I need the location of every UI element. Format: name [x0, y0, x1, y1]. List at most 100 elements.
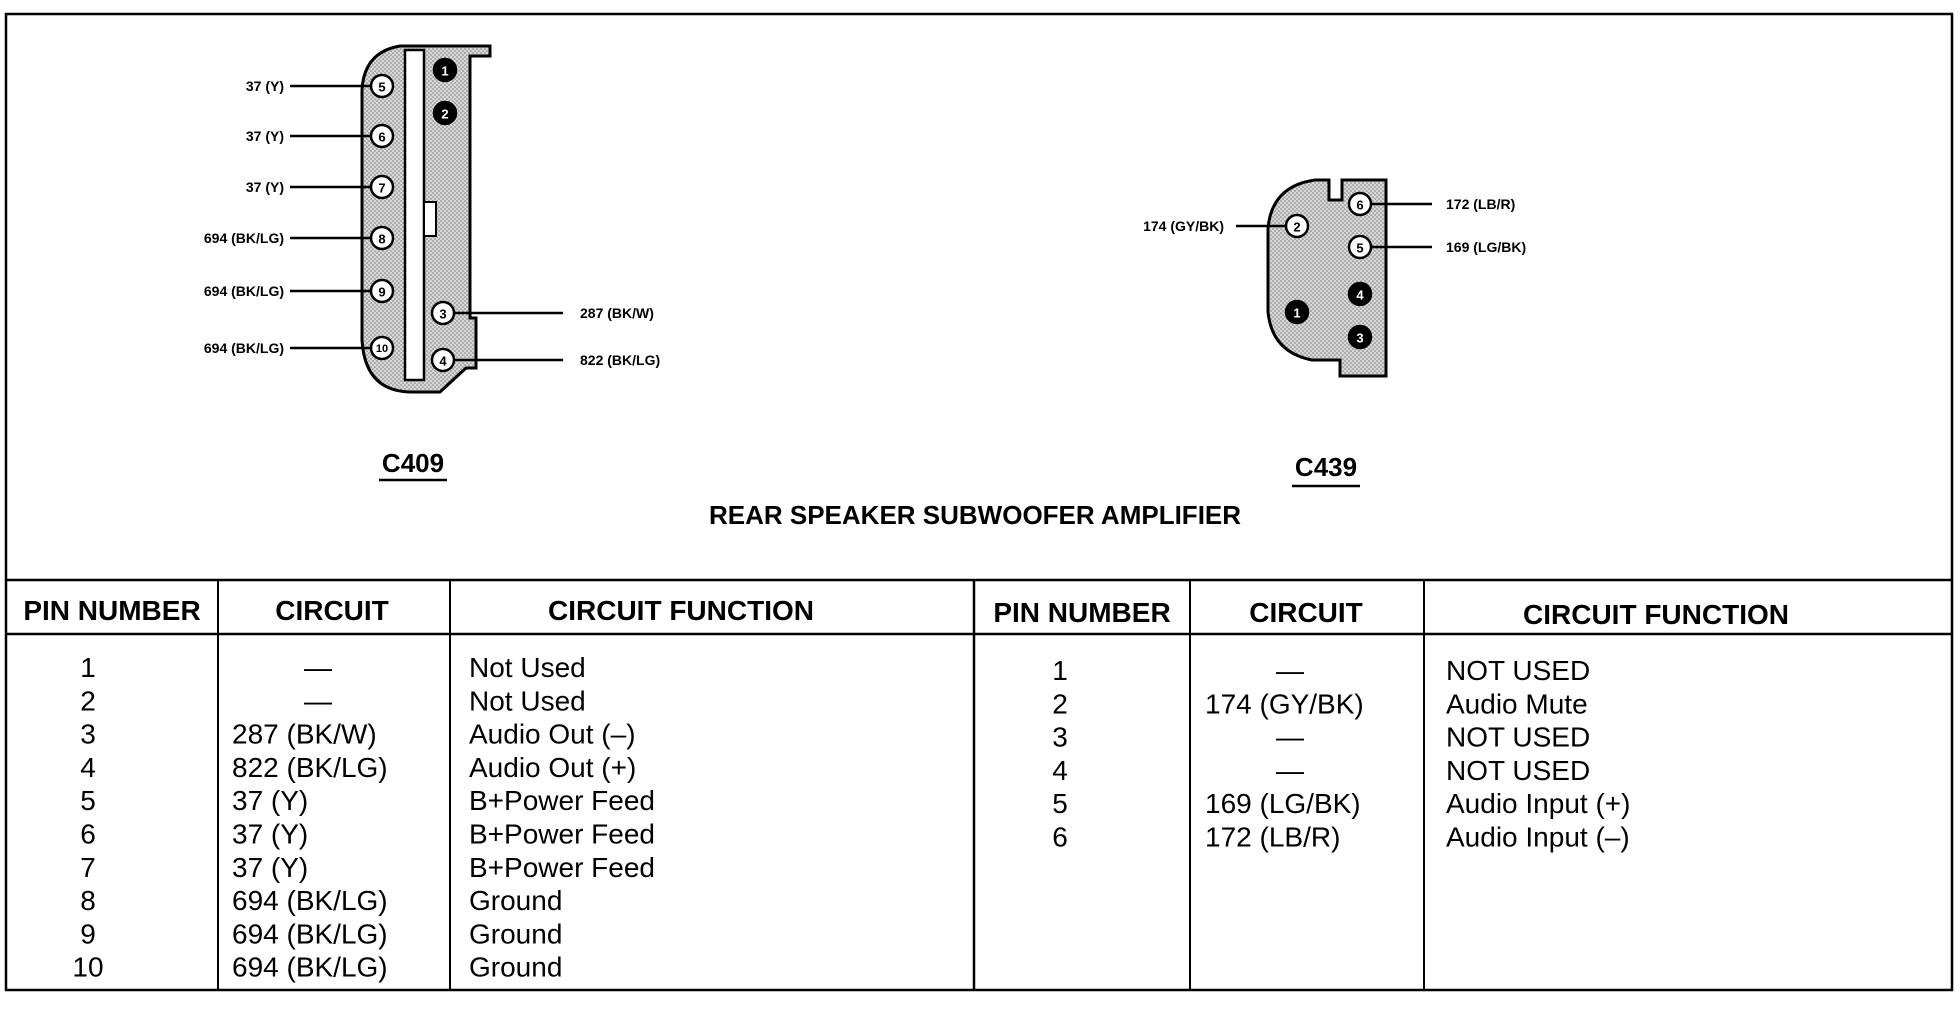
cell-circuit-function: B+Power Feed: [469, 819, 655, 850]
pin-open: [430, 300, 456, 326]
cell-pin-number: 8: [80, 885, 96, 916]
header-circuit-left: CIRCUIT: [275, 595, 389, 626]
cell-circuit: —: [1276, 755, 1304, 786]
pin-open: [369, 174, 395, 200]
pin-open: [430, 347, 456, 373]
pin-number: 5: [378, 80, 385, 95]
pin-open: [369, 335, 395, 361]
pin-number: 10: [376, 343, 388, 355]
pin-number: 6: [1356, 198, 1363, 213]
pin-filled: [432, 100, 458, 126]
cell-pin-number: 2: [1052, 688, 1068, 719]
cell-pin-number: 1: [1052, 655, 1068, 686]
header-pin-number-right: PIN NUMBER: [993, 597, 1170, 628]
cell-pin-number: 4: [1052, 755, 1068, 786]
pin-filled: [432, 57, 458, 83]
pins-layer: 1 2 287 (BK/W) 3 822 (BK/LG) 4 37 (Y) 5 37 (Y) 6 3…: [204, 57, 1526, 373]
cell-pin-number: 2: [80, 685, 96, 716]
pin-number: 6: [378, 130, 385, 145]
pin-open: [1284, 213, 1310, 239]
cell-circuit-function: Not Used: [469, 685, 586, 716]
wire-label: 287 (BK/W): [580, 305, 654, 321]
pin-number: 1: [441, 64, 448, 79]
pin-number: 3: [439, 307, 446, 322]
pin-number: 5: [1356, 241, 1363, 256]
cell-pin-number: 6: [1052, 822, 1068, 853]
cell-circuit-function: NOT USED: [1446, 755, 1590, 786]
cell-pin-number: 5: [80, 785, 96, 816]
pin-open: [369, 73, 395, 99]
cell-circuit: 694 (BK/LG): [232, 885, 388, 916]
pin-open: [369, 225, 395, 251]
cell-circuit: 174 (GY/BK): [1205, 688, 1364, 719]
c409-lock-tab: [423, 201, 437, 237]
pin-open: [1347, 234, 1373, 260]
pin-number: 2: [1293, 220, 1300, 235]
cell-circuit: —: [304, 652, 332, 683]
cell-pin-number: 7: [80, 852, 96, 883]
cell-pin-number: 5: [1052, 788, 1068, 819]
cell-circuit-function: NOT USED: [1446, 722, 1590, 753]
pin-number: 4: [1356, 288, 1364, 303]
header-circuit-function-right: CIRCUIT FUNCTION: [1523, 599, 1789, 630]
cell-circuit-function: Ground: [469, 885, 562, 916]
cell-pin-number: 6: [80, 819, 96, 850]
cell-circuit-function: Audio Out (+): [469, 752, 636, 783]
cell-pin-number: 3: [1052, 722, 1068, 753]
pin-number: 8: [378, 232, 385, 247]
pin-number: 9: [378, 285, 385, 300]
cell-circuit: 37 (Y): [232, 819, 308, 850]
wire-label: 694 (BK/LG): [204, 340, 284, 356]
wire-label: 37 (Y): [246, 78, 284, 94]
cell-circuit-function: Not Used: [469, 652, 586, 683]
wire-label: 694 (BK/LG): [204, 283, 284, 299]
pin-number: 7: [378, 181, 385, 196]
pinout-table: PIN NUMBER CIRCUIT CIRCUIT FUNCTION PIN …: [6, 578, 1952, 990]
table-rows-left: 1 — Not Used 2 — Not Used 3 287 (BK/W) Audio Out…: [72, 652, 655, 983]
pin-filled: [1284, 299, 1310, 325]
header-circuit-right: CIRCUIT: [1249, 597, 1363, 628]
wire-label: 37 (Y): [246, 179, 284, 195]
header-circuit-function-left: CIRCUIT FUNCTION: [548, 595, 814, 626]
cell-pin-number: 1: [80, 652, 96, 683]
wire-label: 694 (BK/LG): [204, 230, 284, 246]
header-pin-number-left: PIN NUMBER: [23, 595, 200, 626]
cell-circuit-function: Audio Input (+): [1446, 788, 1630, 819]
cell-circuit: 694 (BK/LG): [232, 952, 388, 983]
cell-circuit: —: [1276, 655, 1304, 686]
cell-circuit-function: Audio Out (–): [469, 719, 636, 750]
cell-circuit-function: Audio Mute: [1446, 688, 1588, 719]
wire-label: 174 (GY/BK): [1143, 218, 1224, 234]
pin-filled: [1347, 324, 1373, 350]
pin-number: 4: [439, 354, 447, 369]
cell-circuit: 287 (BK/W): [232, 719, 377, 750]
wire-label: 172 (LB/R): [1446, 196, 1515, 212]
cell-circuit-function: NOT USED: [1446, 655, 1590, 686]
pin-number: 2: [441, 107, 448, 122]
cell-circuit: 694 (BK/LG): [232, 918, 388, 949]
pin-open: [369, 278, 395, 304]
c409-latch-slot: [403, 48, 426, 382]
pin-open: [369, 123, 395, 149]
cell-circuit: 822 (BK/LG): [232, 752, 388, 783]
wire-label: 822 (BK/LG): [580, 352, 660, 368]
cell-pin-number: 10: [72, 952, 103, 983]
cell-circuit-function: Audio Input (–): [1446, 822, 1630, 853]
pin-open: [1347, 191, 1373, 217]
wire-label: 37 (Y): [246, 128, 284, 144]
cell-circuit: 172 (LB/R): [1205, 822, 1340, 853]
cell-circuit: 169 (LG/BK): [1205, 788, 1361, 819]
pin-number: 1: [1293, 306, 1300, 321]
diagram-border: [4, 12, 1954, 992]
cell-circuit: —: [304, 685, 332, 716]
cell-pin-number: 4: [80, 752, 96, 783]
pin-filled: [1347, 281, 1373, 307]
table-rows-right: 1 — NOT USED 2 174 (GY/BK) Audio Mute 3 — NOT US…: [1052, 655, 1630, 853]
cell-circuit-function: B+Power Feed: [469, 852, 655, 883]
cell-pin-number: 3: [80, 719, 96, 750]
cell-circuit-function: Ground: [469, 952, 562, 983]
cell-circuit-function: Ground: [469, 918, 562, 949]
cell-circuit: —: [1276, 722, 1304, 753]
pin-number: 3: [1356, 331, 1363, 346]
